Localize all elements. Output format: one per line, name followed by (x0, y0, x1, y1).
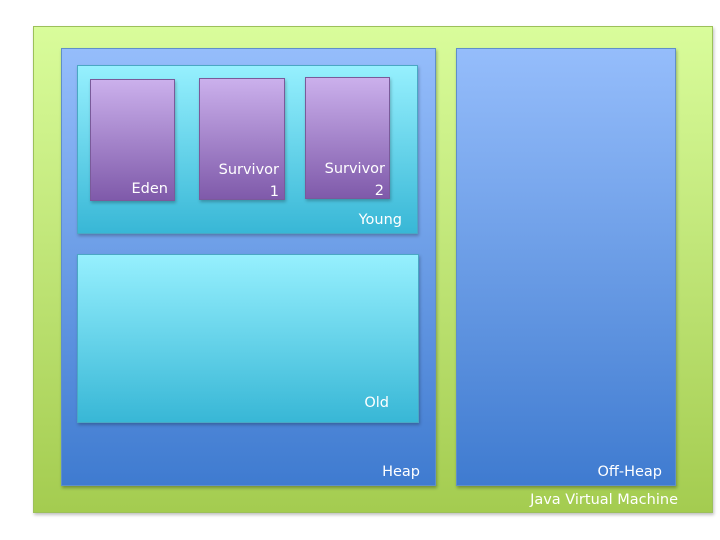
survivor-1-space (199, 78, 285, 200)
survivor-1-label: Survivor (218, 162, 279, 178)
young-label: Young (358, 212, 402, 228)
off-heap-label: Off-Heap (597, 464, 662, 480)
eden-space (90, 79, 175, 201)
jvm-label: Java Virtual Machine (530, 492, 678, 508)
eden-label: Eden (131, 181, 168, 197)
survivor-2-number: 2 (374, 183, 384, 199)
survivor-1-number: 1 (269, 184, 279, 200)
heap-label: Heap (382, 464, 420, 480)
old-label: Old (364, 395, 389, 411)
survivor-2-space (305, 77, 390, 199)
off-heap-region (456, 48, 676, 486)
old-generation-region (77, 254, 419, 423)
survivor-2-label: Survivor (324, 161, 385, 177)
